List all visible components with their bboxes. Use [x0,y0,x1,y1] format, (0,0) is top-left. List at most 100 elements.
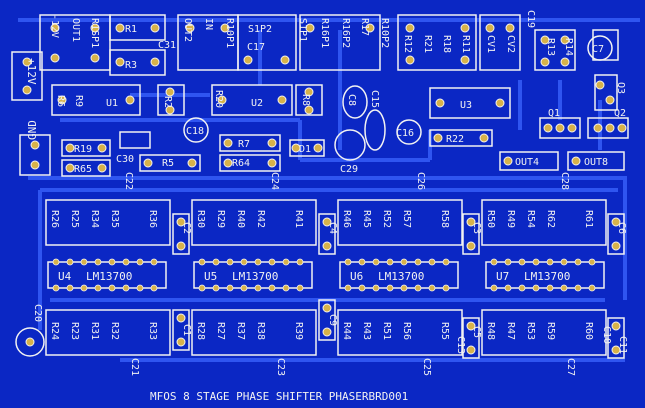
label-c21: C21 [129,358,140,376]
label-q2: Q2 [614,108,626,119]
label-c24: C24 [269,172,280,190]
solder-pads [22,23,627,355]
label-r30: R30 [195,210,206,228]
label-out8: OUT8 [584,157,608,168]
label-u2: U2 [251,98,263,109]
stage-silk-labels: C22 C24 C26 C28 R26 R25 R34 R35 R36 R30 … [49,172,627,234]
label-r46: R46 [341,210,352,228]
label-cv1: CV1 [485,35,496,53]
label-r29: R29 [215,210,226,228]
label-in: IN [203,18,214,30]
label-gnd: GND [26,120,39,140]
label-r58: R58 [439,210,450,228]
label-r22: R22 [446,134,464,145]
label-r18: R18 [441,35,452,53]
label-u6: U6 [350,270,363,283]
label-u7: U7 [496,270,509,283]
label-u7-part: LM13700 [524,270,570,283]
label-out2: OUT2 [182,18,193,42]
component-outlines [11,14,629,359]
label-r1: R1 [125,24,137,35]
label-r12: R12 [402,35,413,53]
label-r14: R14 [563,38,574,56]
label-c8: C8 [346,94,357,106]
label-r8: R8 [300,94,311,106]
label-out1: OUT1 [70,18,81,42]
row2-silk-labels: R6 R9 U1 R2 R20 U2 R8 C8 C15 U3 Q1 Q3 Q2… [55,82,626,145]
label-c25: C25 [421,358,432,376]
ic-silk-labels: U4 LM13700 U5 LM13700 U6 LM13700 U7 LM13… [58,270,570,283]
label-r1sp1: R1SP1 [89,18,100,48]
label-r43: R43 [361,322,372,340]
label-r49: R49 [505,210,516,228]
label-u5: U5 [204,270,217,283]
label-r17: R17 [359,18,370,36]
label-u6-part: LM13700 [378,270,424,283]
label-c20: C20 [32,304,43,322]
label-r24: R24 [49,322,60,340]
label-r62: R62 [545,210,556,228]
label-r2: R2 [162,96,173,108]
label-c19: C19 [525,10,536,28]
label-r10p1: R10P1 [224,18,235,48]
label-c22: C22 [123,172,134,190]
label-u3: U3 [460,100,472,111]
label-r34: R34 [89,210,100,228]
label-c29: C29 [340,164,358,175]
label-r55: R55 [439,322,450,340]
label-r19: R19 [74,144,92,155]
label-r52: R52 [381,210,392,228]
label-r53: R53 [525,322,536,340]
label-d1: D1 [299,144,311,155]
label-r41: R41 [293,210,304,228]
label-r35: R35 [109,210,120,228]
label-c11: C11 [617,336,628,354]
label-r21: R21 [422,35,433,53]
label-r16p1: R16P1 [319,18,330,48]
label-r60: R60 [583,322,594,340]
label-c9: C9 [327,314,338,326]
label-c6: C6 [616,222,627,234]
label-r65: R65 [74,164,92,175]
label-s1p2: S1P2 [248,24,272,35]
label-s1p1: S1P1 [297,18,308,42]
label-c7: C7 [592,44,604,55]
label-r5: R5 [162,158,174,169]
label-c15: C15 [369,90,380,108]
label-r59: R59 [545,322,556,340]
label-u5-part: LM13700 [232,270,278,283]
label-r26: R26 [49,210,60,228]
label-c26: C26 [415,172,426,190]
label-out4: OUT4 [515,157,539,168]
label-minus12v-v: -12V [49,14,60,38]
label-r57: R57 [401,210,412,228]
label-q3: Q3 [615,82,626,94]
label-r44: R44 [341,322,352,340]
label-r9: R9 [73,95,84,107]
label-plus12v: +12V [25,58,38,85]
label-r28: R28 [195,322,206,340]
label-r45: R45 [361,210,372,228]
label-r48: R48 [485,322,496,340]
label-u1: U1 [106,98,118,109]
label-c2: C2 [181,222,192,234]
label-r38: R38 [255,322,266,340]
label-r61: R61 [583,210,594,228]
label-c3: C3 [471,222,482,234]
label-c27: C27 [565,358,576,376]
label-c16: C16 [396,128,414,139]
label-r40: R40 [235,210,246,228]
label-r32: R32 [109,322,120,340]
label-r3: R3 [125,60,137,71]
label-r31: R31 [89,322,100,340]
label-r7: R7 [238,139,250,150]
label-u4-part: LM13700 [86,270,132,283]
label-r20: R20 [213,90,224,108]
label-r39: R39 [293,322,304,340]
label-r16p2: R16P2 [340,18,351,48]
label-r54: R54 [525,210,536,228]
label-c30: C30 [116,154,134,165]
board-title: MFOS 8 STAGE PHASE SHIFTER PHASERBRD001 [150,390,408,403]
